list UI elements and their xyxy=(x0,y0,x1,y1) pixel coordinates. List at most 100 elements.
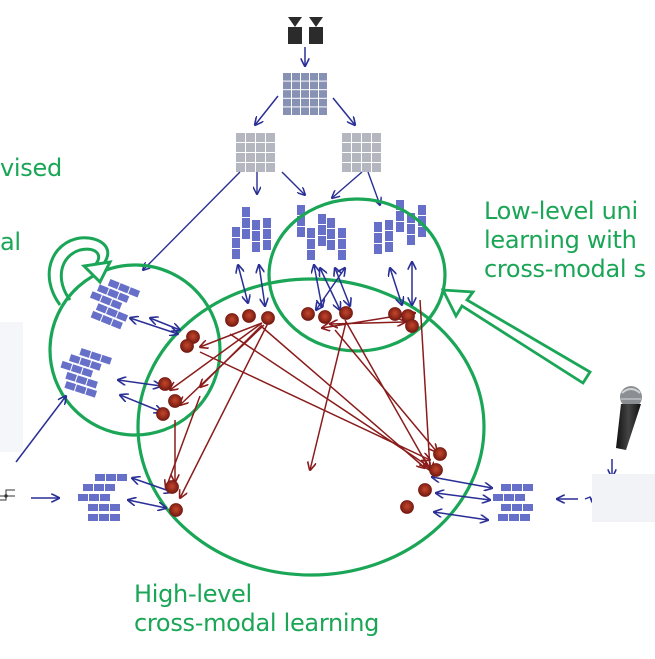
neuron xyxy=(225,313,239,327)
grid-cell xyxy=(236,133,245,142)
grid-cell xyxy=(310,98,318,107)
grid-cell xyxy=(319,90,327,98)
feature-block xyxy=(60,360,73,371)
low-level-label: Low-level uni learning with cross-modal … xyxy=(484,197,646,284)
grid-cell xyxy=(256,133,265,142)
neuron xyxy=(318,310,332,324)
grid-cell xyxy=(246,163,255,172)
grid-cell xyxy=(319,98,327,107)
self-loop-arrow xyxy=(47,236,113,306)
feature-arrow xyxy=(314,265,322,307)
grid-cell xyxy=(372,133,381,142)
feature-block xyxy=(117,474,127,481)
neuron-arrow xyxy=(180,322,269,498)
grid-cell xyxy=(246,133,255,142)
feature-block xyxy=(89,360,102,371)
feature-block xyxy=(327,218,335,228)
neuron-arrow xyxy=(229,333,428,466)
feature-block xyxy=(75,375,88,386)
high-level-line-2: cross-modal learning xyxy=(134,609,380,637)
feature-block xyxy=(498,514,508,521)
feature-arrow xyxy=(150,318,180,330)
feature-block xyxy=(64,381,77,391)
feature-arrow xyxy=(120,395,162,412)
feature-block xyxy=(86,378,98,389)
feature-block xyxy=(252,220,260,230)
neuron xyxy=(242,309,256,323)
feature-arrow xyxy=(390,268,402,305)
grid-cell xyxy=(310,90,318,98)
feature-block xyxy=(78,494,88,501)
feature-block xyxy=(89,351,102,362)
feature-blocks xyxy=(60,200,533,521)
neuron xyxy=(180,339,194,353)
feature-block xyxy=(106,474,116,481)
low-level-line-1: Low-level uni xyxy=(484,197,638,225)
grid-cell xyxy=(342,163,351,172)
feature-block xyxy=(407,213,415,223)
grid-cell xyxy=(266,153,275,162)
feature-block xyxy=(418,216,426,226)
grid-cell xyxy=(301,90,309,98)
grid-cell xyxy=(342,143,351,152)
grid-cell xyxy=(292,81,300,90)
neurons xyxy=(156,306,447,517)
feature-block xyxy=(523,484,533,491)
feature-block xyxy=(501,484,511,491)
feature-block xyxy=(493,494,503,501)
high-level-region xyxy=(136,277,486,577)
neuron-arrow xyxy=(200,324,263,387)
grid-feature-arrows xyxy=(143,171,380,270)
feature-block xyxy=(65,371,77,382)
feature-block xyxy=(79,348,92,358)
feature-block xyxy=(90,310,103,322)
neuron xyxy=(339,306,353,320)
microphone-icon xyxy=(616,386,642,450)
feature-block xyxy=(74,384,87,395)
left-image-panel xyxy=(0,322,23,452)
neuron xyxy=(156,407,170,421)
grid-cell xyxy=(301,81,309,90)
neuron xyxy=(158,377,172,391)
grid-cell xyxy=(372,153,381,162)
feature-arrow xyxy=(335,268,350,306)
feature-block xyxy=(95,303,108,314)
grid-cell xyxy=(236,153,245,162)
neuron-arrow xyxy=(166,395,201,488)
feature-block xyxy=(89,494,99,501)
feature-arrow xyxy=(316,268,345,310)
feature-arrow xyxy=(238,265,248,303)
grid-cell xyxy=(372,143,381,152)
feature-block xyxy=(107,278,120,290)
feature-block xyxy=(523,504,533,511)
grid-cell xyxy=(236,143,245,152)
grid-cell xyxy=(362,153,371,162)
grid-cell xyxy=(283,90,291,98)
feature-block xyxy=(110,299,123,310)
feature-block xyxy=(242,207,250,217)
feature-block xyxy=(85,387,98,398)
waveform-panel xyxy=(592,474,655,522)
neuron xyxy=(400,500,414,514)
feature-block xyxy=(407,224,415,234)
feature-block xyxy=(99,504,109,511)
feature-block xyxy=(307,250,315,260)
feature-block xyxy=(252,231,260,241)
feature-block xyxy=(504,494,514,501)
sensor-grid-main xyxy=(283,73,327,115)
feature-arrow xyxy=(128,500,166,508)
neuron-arrow xyxy=(344,319,430,470)
neuron xyxy=(429,463,443,477)
grid-cell xyxy=(362,133,371,142)
supervised-region xyxy=(48,263,222,437)
neuron-arrow xyxy=(330,322,405,324)
feature-block xyxy=(116,311,129,322)
grid-cell xyxy=(362,163,371,172)
feature-block xyxy=(242,218,250,228)
high-level-line-1: High-level xyxy=(134,580,252,608)
feature-block xyxy=(512,484,522,491)
feature-block xyxy=(79,357,92,368)
grid-cell xyxy=(301,98,309,107)
